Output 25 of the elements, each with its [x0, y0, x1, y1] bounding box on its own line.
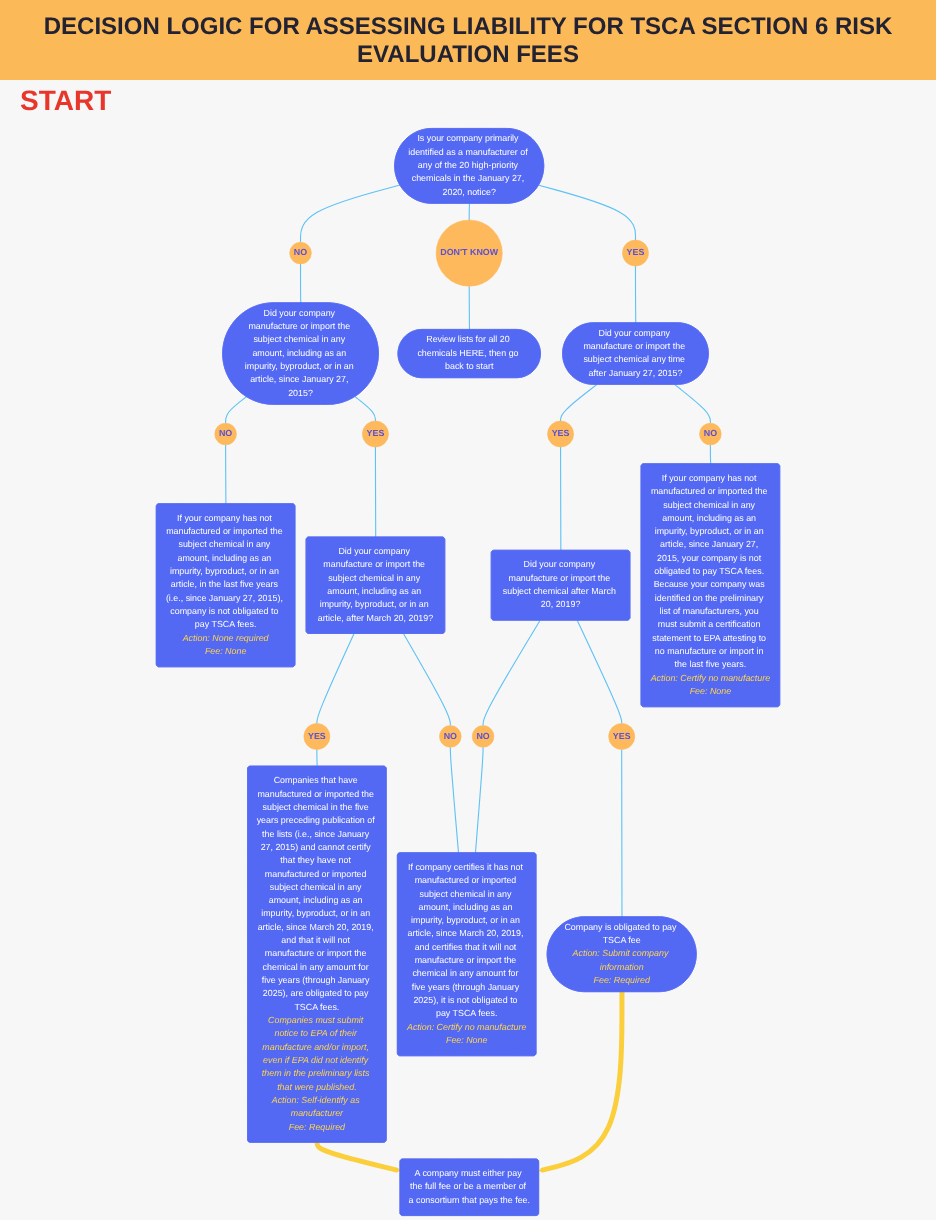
- start-label: START: [20, 84, 112, 116]
- connector: [576, 619, 623, 724]
- connector: [449, 746, 460, 854]
- connector: [316, 633, 355, 724]
- connector: [474, 746, 484, 854]
- connector: [374, 446, 377, 538]
- connector: [403, 633, 451, 727]
- connector: [560, 446, 562, 552]
- connector: [354, 396, 376, 422]
- title: DECISION LOGIC FOR ASSESSING LIABILITY FOR TSCA SECTION 6 RISK EVALUATION FEES: [41, 12, 895, 68]
- arrow: [538, 991, 625, 1173]
- connector: [468, 285, 471, 331]
- connector: [225, 396, 248, 424]
- connector: [482, 619, 541, 727]
- connector: [299, 263, 302, 304]
- connector: [634, 265, 637, 324]
- connector: [674, 384, 711, 424]
- connector: [709, 444, 712, 465]
- connector: [538, 184, 637, 241]
- connector: [621, 748, 623, 918]
- connector: [225, 444, 227, 505]
- connector: [560, 384, 598, 422]
- connector: [316, 748, 318, 767]
- arrow: [314, 1141, 401, 1173]
- connector: [299, 184, 401, 243]
